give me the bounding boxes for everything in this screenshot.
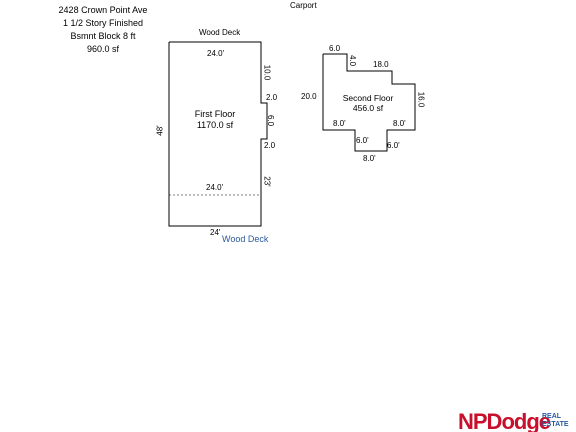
ff-dim-bottom: 24' (210, 228, 221, 237)
wood-deck-top-label: Wood Deck (199, 28, 241, 37)
property-header: 2428 Crown Point Ave 1 1/2 Story Finishe… (48, 4, 158, 56)
address-text: 2428 Crown Point Ave (58, 5, 148, 15)
sf-dim-top-left: 6.0 (329, 44, 341, 53)
sf-dim-left: 20.0 (301, 92, 317, 101)
first-floor-outline (168, 41, 268, 227)
first-floor-name: First Floor (194, 109, 236, 119)
ff-dim-right-lower: 23' (262, 176, 272, 187)
sf-dim-right: 16.0 (416, 91, 426, 108)
second-floor-name: Second Floor (342, 93, 394, 103)
sqft-text: 960.0 sf (86, 44, 120, 54)
logo-sub-text: REAL ESTATE (542, 413, 569, 429)
logo-sub-estate: ESTATE (542, 421, 569, 428)
sf-dim-bottom-right: 8.0' (393, 119, 406, 128)
first-floor-label: First Floor 1170.0 sf (180, 109, 250, 131)
sf-dim-step-right: 6.0' (387, 141, 400, 150)
second-floor-area: 456.0 sf (352, 103, 384, 113)
second-floor-label: Second Floor 456.0 sf (335, 93, 401, 113)
ff-dim-jog-top: 2.0 (266, 93, 278, 102)
ff-dim-jog-depth: 6.0 (266, 114, 276, 127)
sf-dim-bottom-left: 8.0' (333, 119, 346, 128)
ff-dim-top: 24.0' (207, 49, 225, 58)
second-floor-outline (322, 53, 416, 152)
story-text: 1 1/2 Story Finished (62, 18, 144, 28)
ff-dim-right-upper: 10.0 (262, 64, 272, 81)
sf-dim-step-left: 6.0' (356, 136, 369, 145)
sf-dim-bottom: 8.0' (363, 154, 376, 163)
wood-deck-bottom-label: Wood Deck (222, 234, 269, 244)
ff-dim-jog-bottom: 2.0 (264, 141, 276, 150)
sf-dim-notch: 4.0 (348, 54, 358, 67)
ff-dim-left: 48' (155, 125, 165, 136)
logo-sub-real: REAL (542, 413, 562, 420)
npdodge-logo: NPDodge REAL ESTATE (458, 409, 576, 432)
logo-brand-text: NPDodge (458, 409, 551, 432)
ff-dim-inner-bottom: 24.0' (206, 183, 224, 192)
basement-text: Bsmnt Block 8 ft (70, 31, 136, 41)
carport-label: Carport (290, 1, 317, 10)
first-floor-area: 1170.0 sf (196, 120, 234, 130)
sf-dim-top-right: 18.0 (373, 60, 389, 69)
